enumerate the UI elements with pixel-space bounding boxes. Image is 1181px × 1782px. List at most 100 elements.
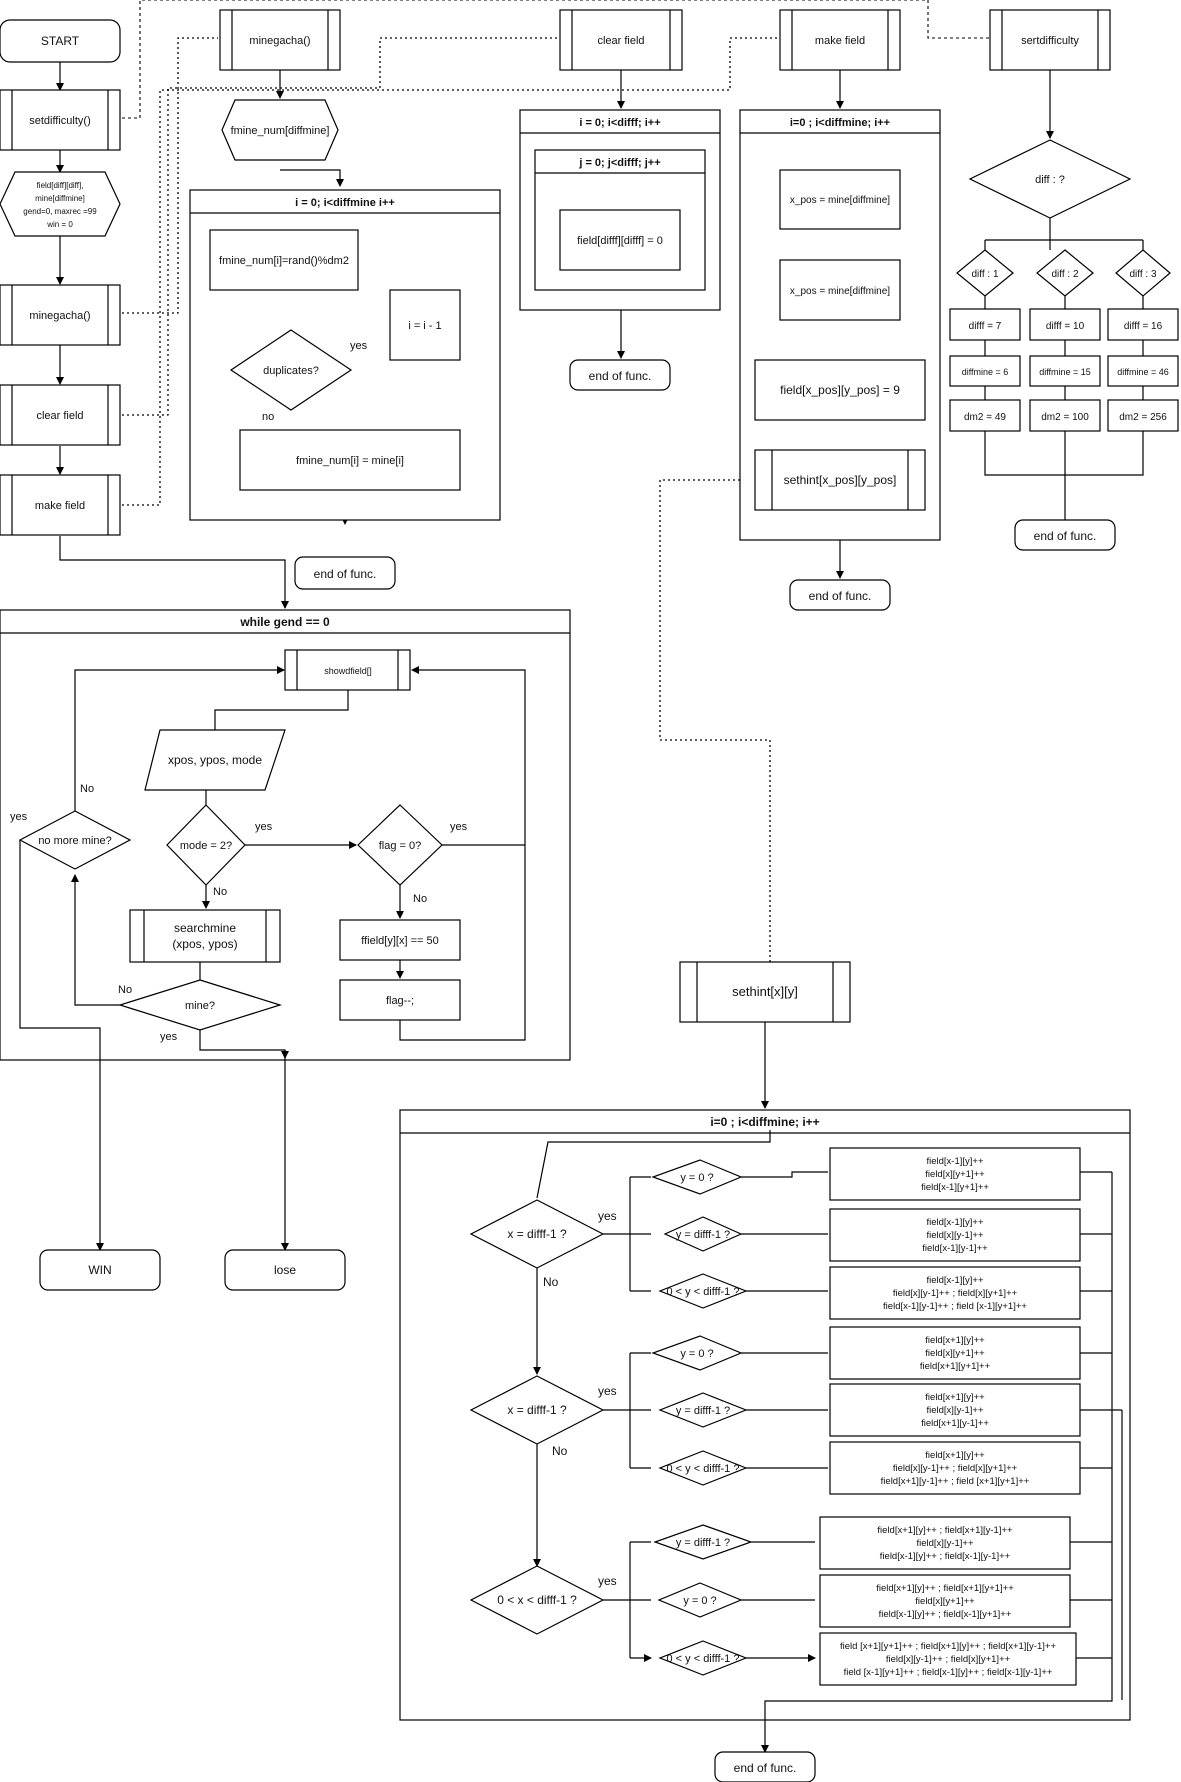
- sh-x3-label: 0 < x < difff-1 ?: [497, 1593, 577, 1607]
- clearfield-call-label: clear field: [36, 410, 83, 422]
- minegacha-function: minegacha() fmine_num[diffmine] i = 0; i…: [189, 9, 501, 590]
- mf-end-label: end of func.: [809, 589, 872, 603]
- makefield-fn-label: make field: [815, 35, 865, 47]
- sh-y0-2: y = 0 ?: [680, 1348, 713, 1360]
- init-hexagon: field[diff][diff], mine[diffmine] gend=0…: [0, 171, 121, 237]
- sh-x2-label: x = difff-1 ?: [507, 1403, 567, 1417]
- sethint-function: sethint[x][y] i=0 ; i<diffmine; i++ x = …: [399, 961, 1131, 1782]
- sd-f3: difff = 16: [1124, 321, 1163, 332]
- init-line-2: mine[diffmine]: [35, 194, 85, 203]
- makefield-call-label: make field: [35, 500, 85, 512]
- makefield-call-box: make field: [0, 474, 121, 536]
- nomore-label: no more mine?: [38, 835, 111, 847]
- sd-diff-label: diff : ?: [1035, 174, 1065, 186]
- sd-s3: dm2 = 256: [1119, 412, 1167, 423]
- sh-y0-3: y = 0 ?: [683, 1595, 716, 1607]
- sd-s2: dm2 = 100: [1041, 412, 1089, 423]
- outcomes: WIN lose: [39, 1249, 346, 1291]
- sh-ym-1: 0 < y < difff-1 ?: [667, 1286, 740, 1298]
- cf-set-label: field[difff][difff] = 0: [577, 235, 663, 247]
- init-line-3: gend=0, maxrec =99: [23, 207, 97, 216]
- mode-yes-label: yes: [255, 821, 273, 833]
- sh-yd-3: y = difff-1 ?: [676, 1537, 730, 1549]
- cf-loop-j-title: j = 0; j<difff; j++: [578, 157, 660, 169]
- b8-l2: field[x][y+1]++: [915, 1596, 975, 1607]
- input-label: xpos, ypos, mode: [168, 753, 262, 767]
- mg-rand-label: fmine_num[i]=rand()%dm2: [219, 255, 349, 267]
- mg-end-label: end of func.: [314, 567, 377, 581]
- sh-yd-2: y = difff-1 ?: [676, 1405, 730, 1417]
- nomore-no-label: No: [80, 783, 94, 795]
- mf-loop-title: i=0 ; i<diffmine; i++: [790, 117, 890, 129]
- sd-m3: diffmine = 46: [1117, 367, 1169, 377]
- sh-yd-1: y = difff-1 ?: [676, 1229, 730, 1241]
- sd-s1: dm2 = 49: [964, 412, 1006, 423]
- b9-l3: field [x-1][y+1]++ ; field[x-1][y]++ ; f…: [844, 1667, 1053, 1678]
- b5-l2: field[x][y-1]++: [926, 1405, 983, 1416]
- sd-d1-label: diff : 1: [971, 269, 998, 280]
- flag-no-label: No: [413, 893, 427, 905]
- b8-l1: field[x+1][y]++ ; field[x+1][y+1]++: [876, 1583, 1014, 1594]
- b1-l1: field[x-1][y]++: [926, 1156, 983, 1167]
- sertdifficulty-function: sertdifficulty diff : ? diff : 1 diff : …: [949, 9, 1179, 551]
- mg-dec-label: i = i - 1: [408, 320, 441, 332]
- while-loop: while gend == 0 showdfield[] xpos, ypos,…: [0, 609, 571, 1061]
- makefield-function: make field i=0 ; i<diffmine; i++ x_pos =…: [739, 9, 941, 611]
- mf-x-label: x_pos = mine[diffmine]: [790, 195, 890, 206]
- clearfield-function: clear field i = 0; i<difff; i++ j = 0; j…: [519, 9, 721, 391]
- b2-l1: field[x-1][y]++: [926, 1217, 983, 1228]
- mf-hint-label: sethint[x_pos][y_pos]: [784, 473, 897, 487]
- start-label: START: [41, 34, 80, 48]
- main-column: START setdifficulty() field[diff][diff],…: [0, 19, 121, 536]
- lose-label: lose: [274, 1263, 296, 1277]
- b7-l1: field[x+1][y]++ ; field[x+1][y-1]++: [877, 1525, 1013, 1536]
- b2-l2: field[x][y-1]++: [926, 1230, 983, 1241]
- sh-y0-1: y = 0 ?: [680, 1172, 713, 1184]
- setdifficulty-call-box: setdifficulty(): [0, 89, 121, 151]
- sh-x1-label: x = difff-1 ?: [507, 1227, 567, 1241]
- fmine-num-label: fmine_num[diffmine]: [231, 125, 330, 137]
- flagdec-label: flag--;: [386, 995, 414, 1007]
- b4-l3: field[x+1][y+1]++: [920, 1361, 991, 1372]
- minegacha-call-label: minegacha(): [29, 310, 90, 322]
- clearfield-fn-label: clear field: [597, 35, 644, 47]
- b4-l1: field[x+1][y]++: [925, 1335, 985, 1346]
- nomore-yes-label: yes: [10, 811, 28, 823]
- win-label: WIN: [88, 1263, 111, 1277]
- b2-l3: field[x-1][y-1]++: [922, 1243, 988, 1254]
- b7-l3: field[x-1][y]++ ; field[x-1][y-1]++: [880, 1551, 1011, 1562]
- b3-l3: field[x-1][y-1]++ ; field [x-1][y+1]++: [883, 1301, 1027, 1312]
- b7-l2: field[x][y-1]++: [916, 1538, 973, 1549]
- cf-end-label: end of func.: [589, 369, 652, 383]
- minegacha-call-box: minegacha(): [0, 284, 121, 346]
- b3-l1: field[x-1][y]++: [926, 1275, 983, 1286]
- clearfield-call-box: clear field: [0, 384, 121, 446]
- sh-x3-yes: yes: [598, 1574, 617, 1588]
- b6-l3: field[x+1][y-1]++ ; field [x+1][y+1]++: [881, 1476, 1030, 1487]
- sethint-label: sethint[x][y]: [732, 984, 798, 999]
- showfield-label: showdfield[]: [324, 666, 372, 676]
- b4-l2: field[x][y+1]++: [925, 1348, 985, 1359]
- sertdifficulty-fn-label: sertdifficulty: [1021, 35, 1079, 47]
- mg-yes-label: yes: [350, 340, 368, 352]
- mg-dup-label: duplicates?: [263, 365, 319, 377]
- b1-l2: field[x][y+1]++: [925, 1169, 985, 1180]
- fmine-num-hexagon: [221, 99, 339, 161]
- cf-loop-i-title: i = 0; i<difff; i++: [579, 117, 660, 129]
- mine-yes-label: yes: [160, 1031, 178, 1043]
- sh-loop-title: i=0 ; i<diffmine; i++: [710, 1115, 819, 1129]
- sd-d2-label: diff : 2: [1051, 269, 1078, 280]
- mine-no-label: No: [118, 984, 132, 996]
- sd-f1: difff = 7: [969, 321, 1002, 332]
- setdifficulty-call-label: setdifficulty(): [29, 115, 91, 127]
- init-line-1: field[diff][diff],: [37, 181, 84, 190]
- mg-assign-label: fmine_num[i] = mine[i]: [296, 455, 404, 467]
- sh-ym-3: 0 < y < difff-1 ?: [667, 1653, 740, 1665]
- b6-l1: field[x+1][y]++: [925, 1450, 985, 1461]
- sh-x2-no: No: [552, 1444, 568, 1458]
- flag-label: flag = 0?: [379, 840, 422, 852]
- minegacha-fn-label: minegacha(): [249, 35, 310, 47]
- sd-m1: diffmine = 6: [962, 367, 1009, 377]
- ffield-label: ffield[y][x] == 50: [361, 935, 438, 947]
- b5-l1: field[x+1][y]++: [925, 1392, 985, 1403]
